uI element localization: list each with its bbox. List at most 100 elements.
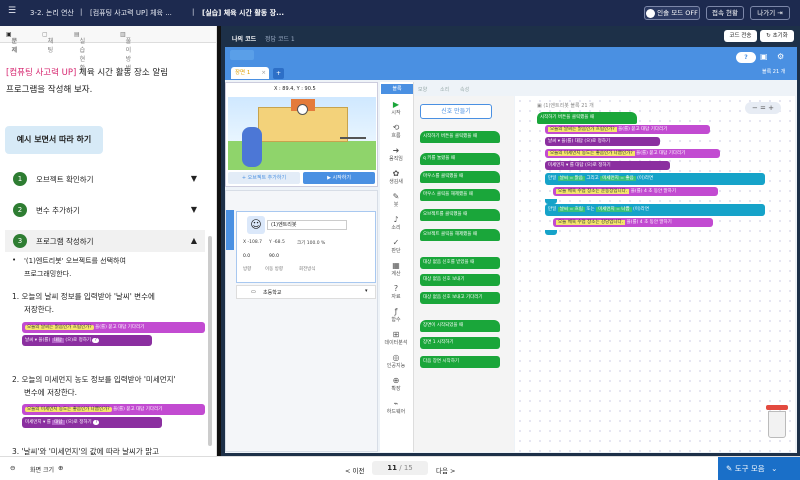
object-card-entrybot[interactable]: ☺ (1)엔트리봇 X -108.7 Y -68.5 크기 100.0 % 0.… [236, 211, 376, 283]
palette-block-0[interactable]: 시작하기 버튼을 클릭했을 때 [420, 131, 500, 143]
breadcrumb-2[interactable]: [컴퓨팅 사고력 UP] 체육 ... [90, 9, 172, 17]
next-page-button[interactable]: 다음 > [436, 467, 456, 475]
category-0[interactable]: ▶시작 [381, 100, 411, 116]
script-set-2[interactable]: 미세먼지 ▾ 를 대답 (으)로 정하기 [545, 161, 670, 170]
zoom-in-icon[interactable]: ⊕ [58, 464, 64, 472]
tab-my-code[interactable]: 나의 코드 [232, 36, 257, 43]
scene-tab[interactable]: 장면 1 × [231, 67, 269, 79]
tab-chat[interactable]: ▢ 채팅 [42, 31, 54, 54]
script-set-1[interactable]: 날씨 ▾ 을(를) 대답 (으)로 정하기 [545, 137, 660, 146]
add-scene-button[interactable]: + [273, 68, 284, 79]
category-1[interactable]: ⟲흐름 [381, 123, 411, 139]
left-scrollbar[interactable] [208, 236, 212, 446]
tab-sound[interactable]: 소리 [440, 87, 450, 93]
menu-icon[interactable]: ☰ [8, 6, 17, 16]
category-icon: ? [393, 284, 399, 293]
help-button[interactable]: ? [736, 52, 756, 63]
stage-canvas[interactable] [228, 97, 376, 170]
palette-block-11[interactable]: 다음 장면 시작하기 [420, 356, 500, 368]
tab-shape[interactable]: 모양 [418, 87, 428, 93]
prev-page-button[interactable]: < 이전 [345, 467, 365, 475]
breadcrumb-1[interactable]: 3-2. 논리 연산 [30, 9, 74, 17]
toolbox-button[interactable]: ✎ 도구 모음 ⌄ [718, 457, 800, 480]
example-follow-button[interactable]: 예시 보면서 따라 하기 [5, 126, 103, 154]
editor-header [225, 47, 797, 80]
category-7[interactable]: ▦계산 [381, 261, 411, 277]
object-panel-handle[interactable] [226, 210, 234, 250]
object-card-school[interactable]: ▭ 초등학교 ▾ [236, 285, 376, 299]
category-11[interactable]: ◎인공지능 [381, 353, 411, 369]
script-ask-2[interactable]: 오늘의 미세먼지 농도는 좋음인가 나쁨인가? 을(를) 묻고 대답 기다리기 [545, 149, 720, 158]
trash-icon[interactable] [766, 405, 788, 439]
object-name-field[interactable]: (1)엔트리봇 [267, 220, 347, 230]
code-send-button[interactable]: 코드 전송 [724, 30, 757, 42]
category-4[interactable]: ✎붓 [381, 192, 411, 208]
object-size[interactable]: 크기 100.0 % [297, 240, 325, 246]
help-icon: ? [93, 420, 100, 425]
object-rotation[interactable]: 0.0 [243, 254, 251, 259]
object-direction[interactable]: 90.0 [269, 254, 280, 259]
palette-block-9[interactable]: 장면이 시작되었을 때 [420, 320, 500, 332]
say-text: 오늘 체육 수업 장소는 운동장입니다. [556, 189, 630, 194]
category-2[interactable]: ➜움직임 [381, 146, 411, 162]
category-10[interactable]: ⊞데이터분석 [381, 330, 411, 346]
palette-block-1[interactable]: q 키를 눌렀을 때 [420, 153, 500, 165]
entrybot-sprite[interactable] [242, 127, 262, 167]
category-8[interactable]: ?자료 [381, 284, 411, 300]
script-say-1[interactable]: 오늘 체육 수업 장소는 운동장입니다. 을(를) 4 초 동안 말하기 [553, 187, 718, 196]
title-tag: [컴퓨팅 사고력 UP] [6, 68, 77, 78]
access-status-button[interactable]: 접속 현황 [706, 6, 744, 20]
problem-title: [컴퓨팅 사고력 UP] 체육 시간 활동 장소 알림 [6, 66, 168, 78]
palette-block-3[interactable]: 마우스 클릭을 해제했을 때 [420, 189, 500, 201]
block-word: 을(를) [630, 189, 643, 194]
zoom-controls[interactable]: − = + [745, 102, 781, 114]
if-block-1[interactable]: 만일 날씨 = 맑음 그리고 미세먼지 = 좋음 (이)라면 [545, 173, 765, 185]
add-object-button[interactable]: + 오브젝트 추가하기 [228, 172, 300, 184]
palette-block-2[interactable]: 마우스를 클릭했을 때 [420, 171, 500, 183]
zoom-out-icon[interactable]: ⊖ [10, 464, 16, 472]
make-signal-button[interactable]: 신호 만들기 [420, 104, 492, 119]
settings-icon[interactable]: ⚙ [777, 52, 785, 61]
reset-button[interactable]: ↻ 초기화 [760, 30, 794, 42]
start-button[interactable]: ▶ 시작하기 [303, 172, 375, 184]
save-icon[interactable]: ▣ [760, 52, 768, 61]
category-6[interactable]: ✓판단 [381, 238, 411, 254]
palette-block-10[interactable]: 장면 1 시작하기 [420, 337, 500, 349]
category-13[interactable]: ⌁하드웨어 [381, 399, 411, 415]
palette-block-8[interactable]: 대상 없음 신호 보내고 기다리기 [420, 292, 500, 304]
script-say-2[interactable]: 오늘 체육 수업 장소는 강당입니다. 을(를) 4 초 동안 말하기 [553, 218, 713, 227]
category-label: 판단 [391, 248, 401, 254]
presentation-mode-toggle[interactable]: 인솔 모드 OFF [644, 6, 700, 20]
tab-progress[interactable]: ▤ 실습 현황 [74, 31, 86, 72]
tab-problem[interactable]: ▣ 문제 [6, 31, 18, 54]
category-3[interactable]: ✿생김새 [381, 169, 411, 185]
exit-button[interactable]: 나가기 ⇥ [750, 6, 790, 20]
if-block-2[interactable]: 만일 날씨 = 흐림 또는 미세먼지 = 나쁨 (이)라면 [545, 204, 765, 216]
category-12[interactable]: ⊕확장 [381, 376, 411, 392]
tab-blocks[interactable]: 블록 [381, 84, 413, 94]
step-2[interactable]: 2 변수 추가하기 ▼ [5, 199, 205, 221]
step-1[interactable]: 1 오브젝트 확인하기 ▼ [5, 168, 205, 190]
script-ask-1[interactable]: 오늘의 날씨는 맑음인가 흐림인가? 을(를) 묻고 대답 기다리기 [545, 125, 710, 134]
ask-text: 오늘의 미세먼지 농도는 좋음인가 나쁨인가? [548, 151, 635, 156]
ask-tail: 을(를) 묻고 대답 기다리기 [95, 325, 145, 330]
close-icon[interactable]: × [261, 70, 266, 76]
palette-block-4[interactable]: 오브젝트를 클릭했을 때 [420, 209, 500, 221]
category-5[interactable]: ♪소리 [381, 215, 411, 231]
palette-block-7[interactable]: 대상 없음 신호 보내기 [420, 274, 500, 286]
palette-block-5[interactable]: 오브젝트 클릭을 해제했을 때 [420, 229, 500, 241]
step-3[interactable]: 3 프로그램 작성하기 ▲ [5, 230, 205, 252]
object-x[interactable]: X -108.7 [243, 240, 263, 245]
tab-props[interactable]: 속성 [460, 87, 470, 93]
object-menu-icon[interactable]: ▾ [365, 288, 368, 294]
panel-divider[interactable] [217, 26, 221, 456]
toggle-knob [646, 8, 656, 18]
breadcrumb-3[interactable]: [실습] 체육 시간 활동 장... [202, 9, 285, 17]
start-hat-block[interactable]: 시작하기 버튼을 클릭했을 때 [537, 112, 637, 124]
object-y[interactable]: Y -68.5 [269, 240, 285, 245]
palette-block-6[interactable]: 대상 없음 신호를 받았을 때 [420, 257, 500, 269]
tab-solution[interactable]: ▥ 풀이 방법 [120, 31, 132, 72]
item-2b: 변수에 저장한다. [24, 388, 78, 397]
tab-answer-code[interactable]: 정답 코드 1 [265, 36, 295, 43]
